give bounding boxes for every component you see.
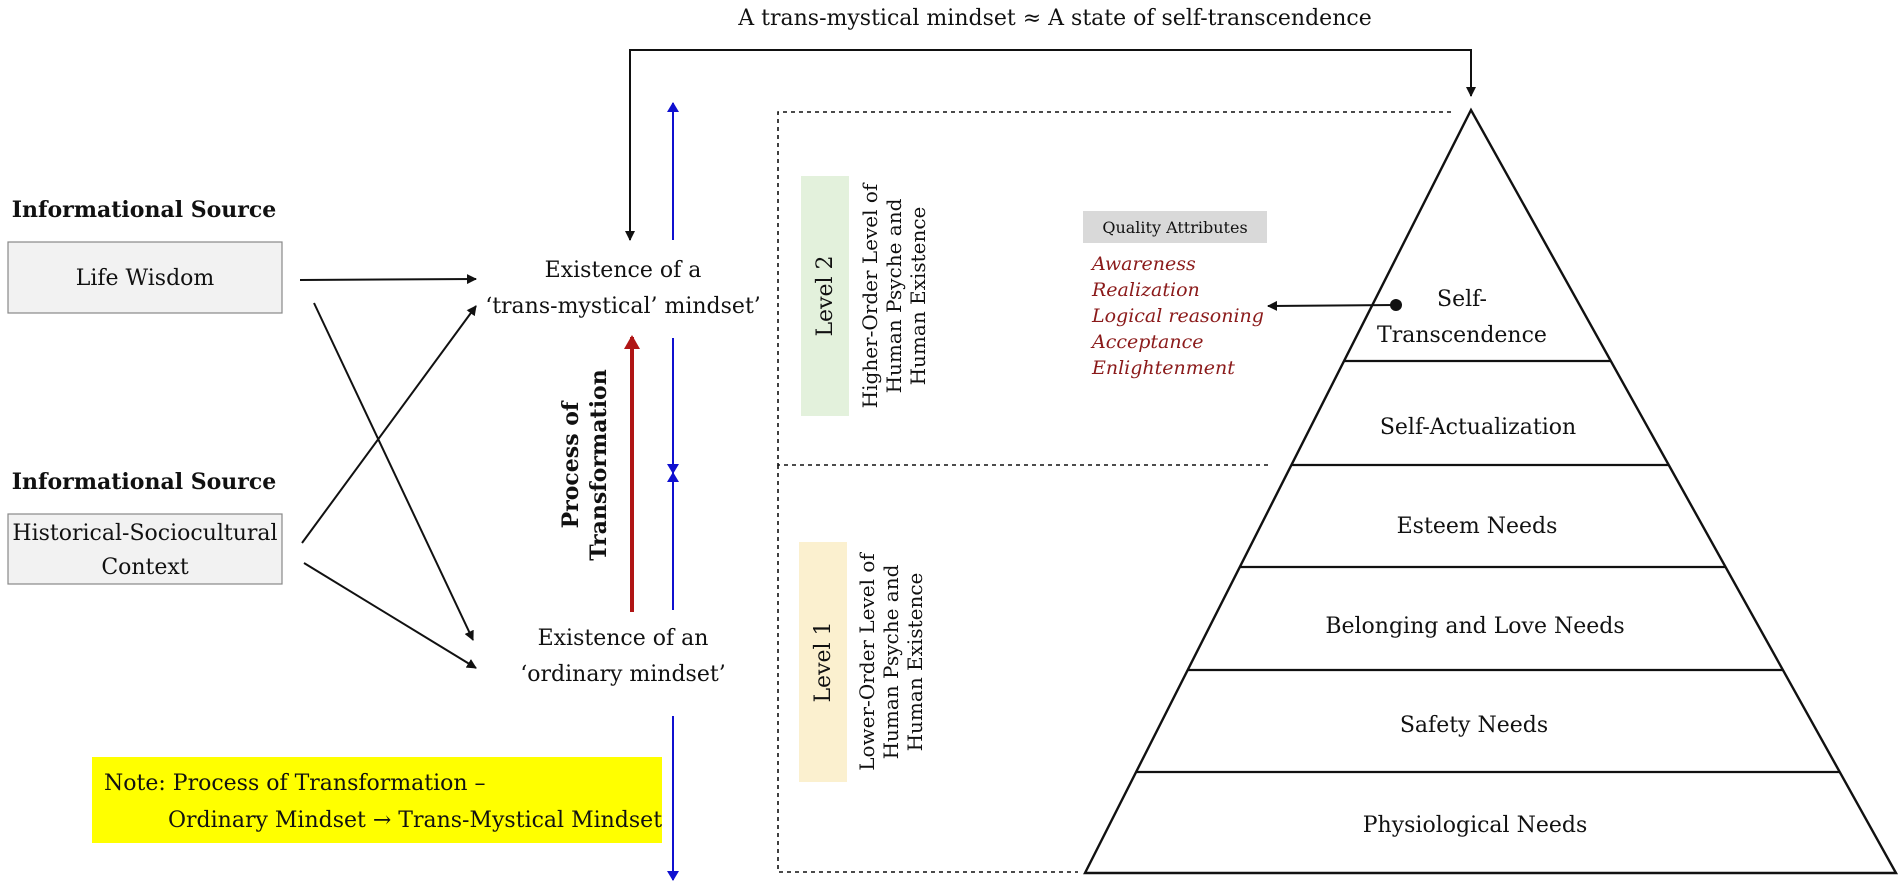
historical-context-box [7,513,283,585]
quality-attribute-3: Logical reasoning [1091,305,1264,327]
ordinary-line-2: ‘ordinary mindset’ [520,662,725,687]
level-2-frame [777,111,1451,466]
level-1-tag: Level 1 [811,621,836,702]
level-2-tag-box [801,176,849,416]
pointer-dot [1390,299,1402,311]
note-line-2: Ordinary Mindset → Trans-Mystical Mindse… [168,808,662,833]
level-2-desc-line-3: Human Existence [906,207,930,386]
pyramid-tier-3-line-1: Esteem Needs [1397,514,1558,539]
process-label-line-2: Transformation [586,369,612,560]
level-1-desc-line-2: Human Psyche and [879,564,903,759]
pyramid-tier-4-line-1: Belonging and Love Needs [1325,614,1624,639]
level-1-tag-box [799,542,847,782]
note-box [92,757,662,843]
arrow-wisdom-to-ordinary [313,302,474,641]
source-heading-2: Informational Source [12,469,277,495]
level-1-desc-line-1: Lower-Order Level of [855,552,879,771]
level-2-desc-line-2: Human Psyche and [882,198,906,393]
transmystical-line-1: Existence of a [545,258,702,283]
level-2-tag: Level 2 [813,255,838,336]
note-line-1: Note: Process of Transformation – [104,771,486,796]
source-heading-1: Informational Source [12,197,277,223]
quality-attribute-1: Awareness [1090,253,1196,275]
pyramid-tier-1-line-1: Self- [1437,287,1487,312]
quality-heading-box [1083,211,1267,243]
arrow-context-to-transmystical [301,305,477,544]
historical-context-line-2: Context [101,555,189,580]
process-label-line-1: Process of [558,400,584,528]
ordinary-line-1: Existence of an [538,626,709,651]
quality-attribute-4: Acceptance [1090,331,1204,353]
life-wisdom-box [7,241,283,314]
pyramid-tier-6-line-1: Physiological Needs [1363,813,1588,838]
needs-pyramid: Self- TranscendenceSelf-ActualizationEste… [1083,107,1899,875]
transmystical-line-2: ‘trans-mystical’ mindset’ [485,294,761,319]
pointer-arrow-to-attributes [1267,300,1397,311]
quality-heading: Quality Attributes [1102,218,1247,237]
level-1-desc-line-3: Human Existence [903,573,927,752]
quality-attribute-2: Realization [1091,279,1200,301]
arrow-wisdom-to-transmystical [299,274,477,285]
pyramid-tier-1-line-2: Transcendence [1377,323,1547,348]
life-wisdom-label: Life Wisdom [76,266,215,291]
arrow-context-to-ordinary [303,562,477,669]
pyramid-tier-5-line-1: Safety Needs [1400,713,1548,738]
pyramid-tier-2-line-1: Self-Actualization [1380,415,1576,440]
pyramid-outline [1083,107,1899,875]
diagram-title: A trans-mystical mindset ≈ A state of se… [737,6,1371,31]
level-2-desc-line-1: Higher-Order Level of [858,182,882,408]
quality-attribute-5: Enlightenment [1091,357,1235,379]
apex-feedback-connector [629,49,1476,238]
historical-context-line-1: Historical-Sociocultural [12,521,277,546]
